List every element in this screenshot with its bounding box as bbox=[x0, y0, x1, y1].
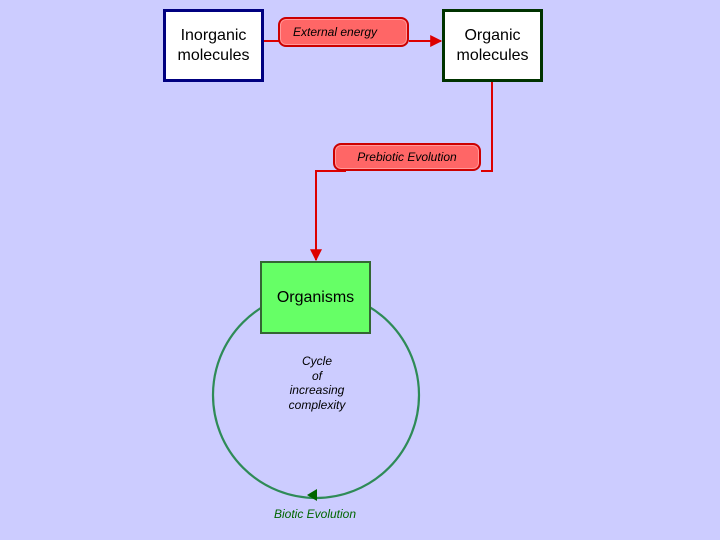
biotic-evolution-label: Biotic Evolution bbox=[273, 507, 357, 521]
organisms-box: Organisms bbox=[260, 261, 371, 334]
connector-organic-prebiotic bbox=[481, 82, 493, 172]
external-energy-label: External energy bbox=[278, 17, 409, 47]
cycle-word: Cycle bbox=[301, 354, 332, 368]
cycle-word: of bbox=[311, 368, 322, 383]
cycle-word: complexity bbox=[288, 397, 346, 412]
cycle-arrowhead bbox=[307, 489, 317, 501]
prebiotic-evolution-text: Prebiotic Evolution bbox=[357, 150, 457, 164]
cycle-word: increasing bbox=[289, 383, 345, 397]
organic-molecules-label: Organic molecules bbox=[456, 27, 529, 64]
arrow-prebiotic-organisms bbox=[310, 170, 346, 262]
external-energy-text: External energy bbox=[293, 25, 378, 39]
organic-molecules-box: Organic molecules bbox=[442, 9, 543, 82]
prebiotic-evolution-label: Prebiotic Evolution bbox=[333, 143, 481, 171]
cycle-description: Cycle of increasing complexity bbox=[262, 354, 372, 412]
organisms-label: Organisms bbox=[276, 288, 355, 306]
inorganic-molecules-label: Inorganic molecules bbox=[177, 27, 250, 64]
inorganic-molecules-box: Inorganic molecules bbox=[163, 9, 264, 82]
